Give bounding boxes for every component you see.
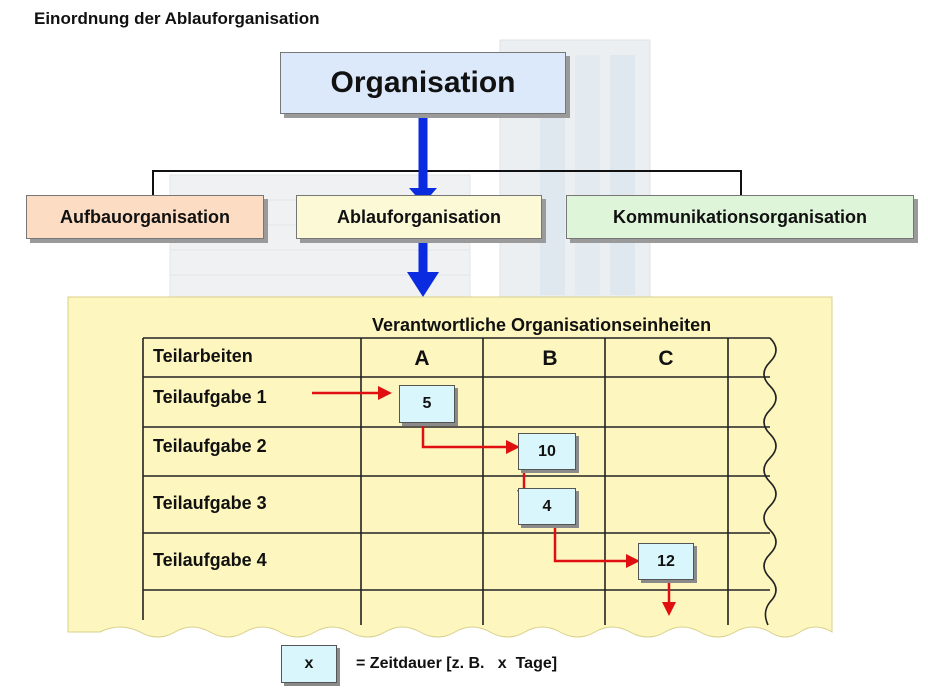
branch-connector-line bbox=[152, 170, 742, 195]
red-arrow-1-head bbox=[378, 386, 392, 400]
row-label-teilaufgabe-3: Teilaufgabe 3 bbox=[153, 493, 267, 513]
row-label-teilaufgabe-4: Teilaufgabe 4 bbox=[153, 550, 267, 570]
row-label-teilaufgabe-2: Teilaufgabe 2 bbox=[153, 436, 267, 456]
column-header-b: B bbox=[542, 347, 558, 370]
aufbauorganisation-box: Aufbauorganisation bbox=[26, 195, 264, 239]
row-label-teilaufgabe-1: Teilaufgabe 1 bbox=[153, 387, 267, 407]
duration-box-task1: 5 bbox=[399, 385, 455, 423]
column-header-c: C bbox=[658, 347, 674, 370]
row-header: Teilarbeiten bbox=[153, 346, 253, 366]
legend-text: = Zeitdauer [z. B. x Tage] bbox=[356, 655, 558, 672]
duration-box-task3: 4 bbox=[518, 488, 576, 525]
organisation-box: Organisation bbox=[280, 52, 566, 114]
blue-arrow-head-bottom bbox=[407, 272, 439, 297]
duration-box-task4: 12 bbox=[638, 543, 694, 580]
column-header-a: A bbox=[414, 347, 430, 370]
red-arrow-5-head bbox=[662, 602, 676, 616]
duration-box-task2: 10 bbox=[518, 433, 576, 470]
table-torn-edge bbox=[763, 337, 777, 626]
ablauforganisation-box: Ablauforganisation bbox=[296, 195, 542, 239]
table-heading: Verantwortliche Organisationseinheiten bbox=[372, 315, 712, 335]
legend-symbol-box: x bbox=[281, 645, 337, 683]
page-title: Einordnung der Ablauforganisation bbox=[34, 9, 320, 28]
red-arrow-4-path bbox=[553, 522, 628, 563]
red-arrow-2-head bbox=[506, 440, 520, 454]
kommunikationsorganisation-box: Kommunikationsorganisation bbox=[566, 195, 914, 239]
red-arrow-4-head bbox=[626, 554, 640, 568]
red-arrow-2-path bbox=[421, 425, 508, 449]
